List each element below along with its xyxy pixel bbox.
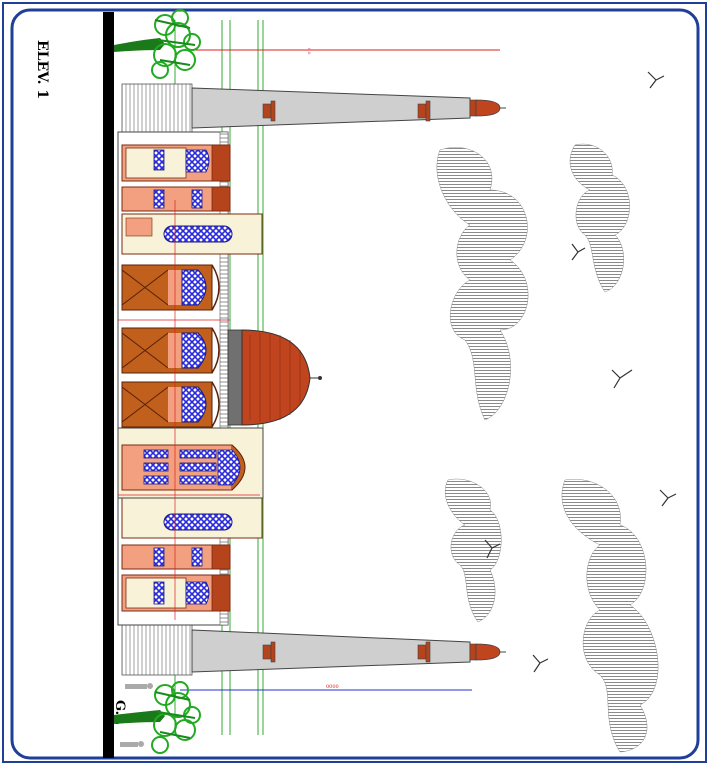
window-group-bottom-2 [121, 544, 231, 570]
building-dimensions [118, 200, 260, 620]
arched-bay-2 [121, 327, 220, 374]
arched-bay-1 [121, 264, 220, 311]
dome [227, 329, 322, 426]
minaret-bottom [121, 624, 506, 676]
dimension-bottom-label: 0000 [326, 684, 339, 690]
tree-top [114, 9, 201, 79]
drawing-inner-border [10, 8, 700, 760]
main-entrance [117, 427, 264, 499]
window-group-bottom-1 [121, 574, 231, 612]
window-group-top-3 [121, 213, 263, 255]
cloud-3 [444, 478, 502, 623]
window-group-bottom-3 [121, 497, 263, 539]
svg-text:0.0: 0.0 [307, 48, 312, 55]
dimension-bottom: 0000 [180, 684, 472, 691]
bird-marks [484, 71, 677, 673]
arched-bay-3 [121, 381, 220, 428]
cloud-1 [436, 147, 529, 421]
ground-line [103, 12, 114, 758]
dimension-top: 0.0 [190, 48, 500, 55]
tree-bottom [114, 681, 201, 754]
cloud-2 [569, 143, 630, 293]
elevation-title: ELEV. 1 [34, 40, 50, 99]
window-group-top-2 [121, 186, 231, 212]
person-figure [120, 683, 153, 747]
cloud-4 [561, 478, 659, 753]
window-group-top-1 [121, 144, 231, 182]
minaret-top [121, 83, 506, 133]
